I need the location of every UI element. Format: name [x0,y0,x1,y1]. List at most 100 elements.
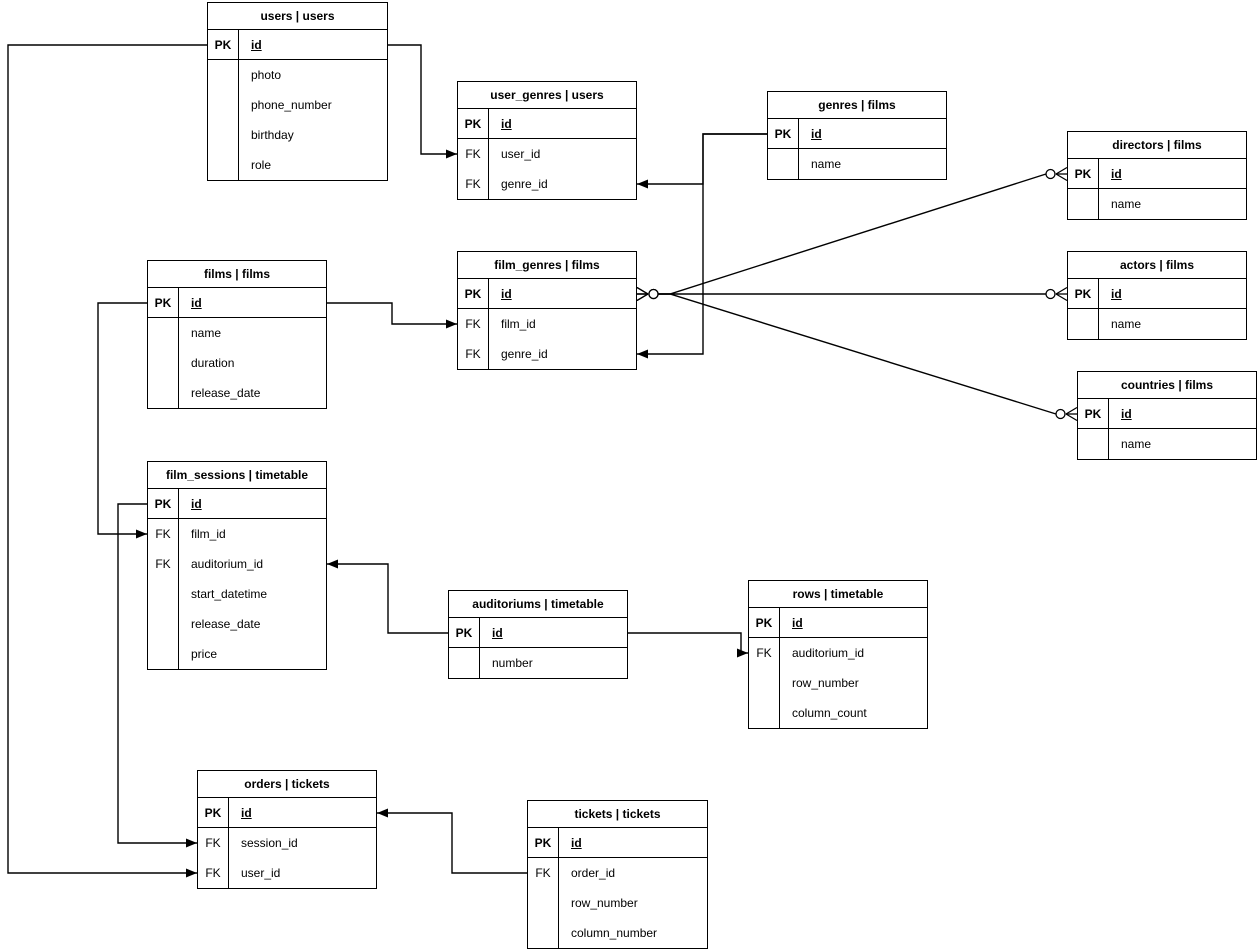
attribute-row[interactable]: release_date [148,378,326,408]
key-tag: FK [458,169,489,199]
column-name: duration [191,356,235,370]
attribute-row[interactable]: name [768,149,946,179]
attribute-row[interactable]: duration [148,348,326,378]
entity-title: actors | films [1068,252,1246,279]
key-tag [1078,429,1109,459]
attribute-row[interactable]: column_number [528,918,707,948]
connector-users_id-user_genres_user_id[interactable] [388,44,457,159]
attribute-row[interactable]: row_number [528,888,707,918]
connector-film_genres_id-directors_id[interactable] [636,166,1068,302]
connector-genres_id-user_genres_genre_id[interactable] [637,133,767,189]
attribute-row[interactable]: role [208,150,387,180]
connector-auditoriums_id-rows_auditorium_id[interactable] [628,632,748,658]
attribute-row[interactable]: name [148,318,326,348]
attribute-row[interactable]: photo [208,60,387,90]
key-tag: PK [198,798,229,827]
attribute-row[interactable]: start_datetime [148,579,326,609]
column-name: release_date [191,386,261,400]
attribute-row[interactable]: name [1068,189,1246,219]
key-tag [528,918,559,948]
attribute-row[interactable]: release_date [148,609,326,639]
entity-title: auditoriums | timetable [449,591,627,618]
arrowhead [186,838,197,848]
column-name: id [191,295,202,310]
arrowhead [136,529,147,539]
attribute-row[interactable]: name [1068,309,1246,339]
key-tag [749,698,780,728]
column-name: name [191,326,222,340]
attribute-row[interactable]: column_count [749,698,927,728]
attribute-row[interactable]: phone_number [208,90,387,120]
column-name: genre_id [501,177,548,191]
key-tag [148,639,179,669]
column-name: id [1121,406,1132,421]
attribute-row[interactable]: row_number [749,668,927,698]
connector-films_id-film_genres_film_id[interactable] [327,302,457,329]
attribute-row[interactable]: birthday [208,120,387,150]
connector-films_id-film_sessions_film_id[interactable] [97,302,147,539]
connector-film_genres_id-countries_id[interactable] [636,286,1078,422]
column-name: name [1111,197,1142,211]
key-tag: PK [1068,279,1099,308]
attribute-row[interactable]: number [449,648,627,678]
entity-title: directors | films [1068,132,1246,159]
attribute-row[interactable]: price [148,639,326,669]
key-tag: FK [458,139,489,169]
column-name: id [811,126,822,141]
connector-users_id-orders_user_id[interactable] [7,44,207,878]
column-name: birthday [251,128,294,142]
attribute-row[interactable]: name [1078,429,1256,459]
arrowhead [637,179,648,189]
connector-film_genres_id-actors_id[interactable] [636,286,1068,302]
key-tag [1068,309,1099,339]
entity-title: film_genres | films [458,252,636,279]
column-name: name [1121,437,1152,451]
connector-tickets_order_id-orders_id[interactable] [377,808,527,874]
attribute-row[interactable]: FK genre_id [458,169,636,199]
connector-genres_id-film_genres_genre_id[interactable] [637,133,767,359]
key-tag [208,90,239,120]
column-name: session_id [241,836,298,850]
column-name: column_count [792,706,867,720]
key-tag [208,150,239,180]
connector-auditoriums_id-film_sessions_auditorium_id[interactable] [327,559,448,634]
key-tag [208,120,239,150]
arrowhead [186,868,197,878]
connector-film_sessions_id-orders_session_id[interactable] [117,503,197,848]
